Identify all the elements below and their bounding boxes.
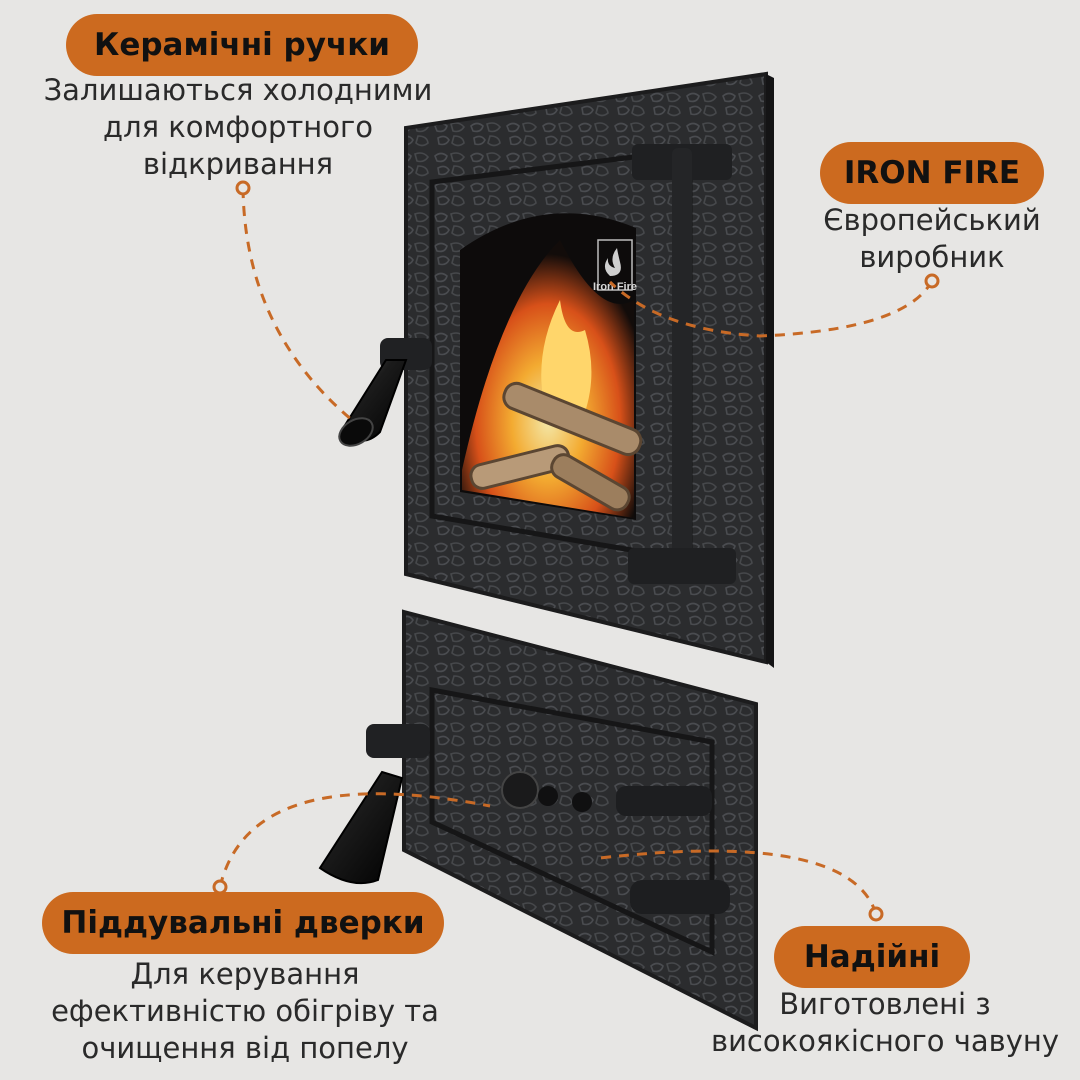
lower-hinge-bottom — [630, 880, 730, 914]
connector-dot — [235, 180, 251, 196]
lower-ceramic-handle — [318, 770, 404, 885]
lower-hinge-top — [616, 786, 712, 816]
desc-line: ефективністю обігріву та — [51, 994, 439, 1028]
log — [550, 453, 631, 512]
connector-reliable — [599, 849, 878, 915]
connector-dot — [924, 273, 940, 289]
draft-hole — [538, 786, 558, 806]
desc-line: Виготовлені з — [779, 987, 991, 1021]
desc-line: Залишаються холодними — [43, 73, 433, 107]
upper-hinge-bottom — [628, 548, 736, 584]
badge-brand: IRON FIRE — [820, 142, 1044, 204]
desc-line: для комфортного — [103, 110, 373, 144]
desc-reliable: Виготовлені з високоякісного чавуну — [700, 986, 1070, 1060]
badge-reliable: Надійні — [774, 926, 970, 988]
desc-line: високоякісного чавуну — [710, 1024, 1060, 1058]
desc-line: виробник — [859, 240, 1005, 274]
desc-line: Європейський — [823, 203, 1041, 237]
desc-line: відкривання — [142, 147, 334, 181]
upper-door-frame-side — [766, 74, 774, 668]
desc-brand: Європейський виробник — [804, 202, 1060, 276]
desc-ash-door: Для керування ефективністю обігріву та о… — [20, 956, 470, 1067]
lower-handle-bracket — [366, 724, 430, 758]
flame-tongue — [541, 300, 592, 425]
badge-handles: Керамічні ручки — [66, 14, 418, 76]
desc-handles: Залишаються холодними для комфортного ві… — [8, 72, 468, 183]
upper-handle-cap — [338, 417, 374, 447]
connector-dot — [868, 906, 884, 922]
draft-hole — [572, 792, 592, 812]
flame-logo-icon — [597, 239, 633, 291]
desc-line: Для керування — [130, 957, 360, 991]
badge-ash-door: Піддувальні дверки — [42, 892, 444, 954]
log — [502, 381, 643, 457]
draft-regulator-knob — [501, 771, 539, 809]
upper-hinge-post — [672, 148, 692, 568]
connector-ash-door — [218, 792, 491, 888]
desc-line: очищення від попелу — [81, 1031, 409, 1065]
connector-brand — [608, 280, 934, 338]
connector-handles — [241, 187, 353, 422]
